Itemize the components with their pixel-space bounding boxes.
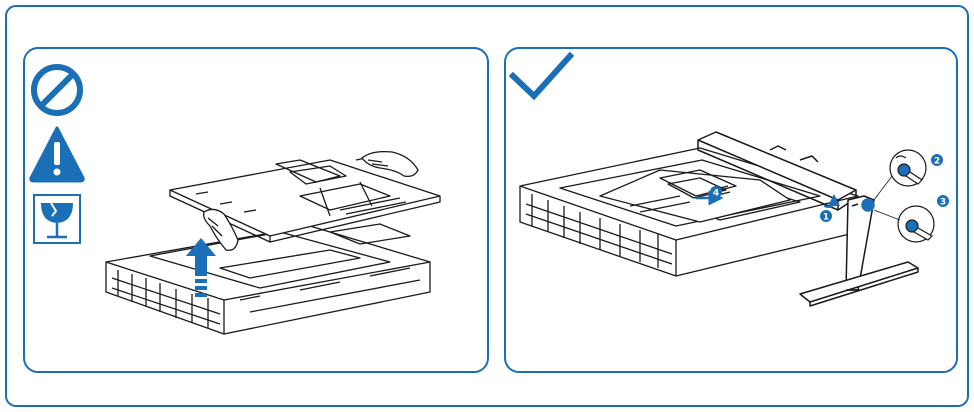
step-badge-1-label: 1	[823, 213, 829, 223]
step-badge-3: 3	[937, 195, 949, 208]
step-badge-3-label: 3	[940, 198, 946, 208]
right-panel-border	[504, 47, 958, 373]
right-panel: 1 2 3 4	[504, 47, 958, 373]
step-badge-2: 2	[931, 154, 943, 167]
detail-leader-top	[873, 175, 893, 201]
screw-detail-top	[889, 149, 927, 187]
monitor-stand	[697, 131, 919, 307]
outer-frame	[5, 5, 969, 407]
step-badge-2-label: 2	[934, 157, 940, 167]
warning-icon	[29, 126, 85, 183]
fragile-icon	[33, 194, 81, 244]
screw-detail-bottom	[897, 205, 935, 243]
step-badge-4: 4	[710, 186, 722, 199]
monitor-lifted	[169, 150, 441, 251]
rotate-arrow-icon	[823, 194, 840, 209]
step-badge-4-label: 4	[713, 189, 719, 199]
step-badge-1: 1	[820, 210, 832, 223]
prohibited-icon	[31, 64, 83, 116]
lift-arrow-icon	[186, 238, 216, 297]
left-panel-border	[23, 47, 489, 373]
foam-packaging-left	[105, 223, 431, 335]
checkmark-icon	[508, 51, 575, 101]
left-panel	[23, 47, 489, 373]
detail-leader-bottom	[873, 209, 901, 221]
